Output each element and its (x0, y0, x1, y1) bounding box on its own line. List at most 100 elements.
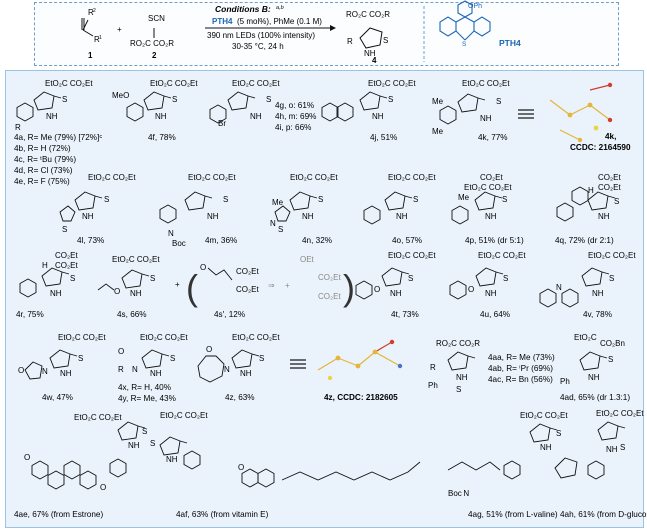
n-4w: N (42, 367, 48, 376)
label-4v: 4v, 78% (583, 310, 612, 319)
esters-4m: EtO₂C CO₂Et (188, 173, 236, 182)
label-4e: 4e, R= F (75%) (14, 177, 70, 186)
nh-4af: NH (166, 455, 178, 464)
label-4d: 4d, R= Cl (73%) (14, 166, 73, 175)
compound-2-label: 2 (152, 51, 157, 60)
plus-4s-prime: + (285, 281, 290, 290)
r-4aa: R (430, 363, 436, 372)
nh-4w: NH (60, 369, 72, 378)
s-4p: S (502, 195, 507, 204)
r1-label: R (94, 35, 100, 44)
s-4o: S (413, 195, 418, 204)
esters-4n: EtO₂C CO₂Et (290, 173, 338, 182)
compound-1-label: 1 (88, 51, 93, 60)
label-4s: 4s, 66% (117, 310, 147, 319)
label-4n: 4n, 32% (302, 236, 332, 245)
esters-4o: EtO₂C CO₂Et (388, 173, 436, 182)
esters-4t: EtO₂C CO₂Et (388, 251, 436, 260)
boc-4m: Boc (172, 239, 186, 248)
esters-4af: EtO₂C CO₂Et (160, 411, 208, 420)
br-4g: Br (218, 119, 226, 128)
scn-label: SCN (148, 14, 165, 23)
nh-4q: NH (598, 212, 610, 221)
nh-4o: NH (396, 212, 408, 221)
s-4v: S (609, 274, 614, 283)
o-4s: O (114, 287, 120, 296)
structure-4g-i (209, 91, 256, 124)
arrow-4s-prime: ⇒ (268, 281, 275, 290)
o-4u: O (468, 285, 474, 294)
catalyst-label: PTH4 (499, 38, 521, 48)
structure-4m (159, 191, 213, 224)
nh-4m: NH (207, 212, 219, 221)
label-4r: 4r, 75% (16, 310, 44, 319)
co2et-4s-prime-3: CO₂Et (318, 273, 341, 282)
o-4t: O (374, 285, 380, 294)
product-4-structure (359, 27, 383, 49)
o-4x: O (118, 347, 124, 356)
label-4aa: 4aa, R= Me (73%) (488, 353, 555, 362)
o-4w: O (18, 366, 24, 375)
h-4r: H (42, 261, 48, 270)
esters-4u: EtO₂C CO₂Et (478, 251, 526, 260)
label-4b: 4b, R= H (72%) (14, 144, 71, 153)
nh-4j: NH (372, 112, 384, 121)
eto2c-4ad: EtO₂C (574, 333, 597, 342)
esters-4s: EtO₂C CO₂Et (112, 255, 160, 264)
alkene-1-structure (81, 18, 94, 37)
r1-sup: 1 (99, 35, 102, 41)
s-4w: S (78, 354, 83, 363)
paren-close-4s: ) (343, 267, 355, 308)
r2-sup: 2 (93, 8, 96, 14)
conditions-line-1: (5 mol%), PhMe (0.1 M) (237, 17, 322, 26)
catalyst-oph-label: OPh (468, 3, 482, 10)
s-4ae: S (142, 427, 147, 436)
s-4s: S (150, 274, 155, 283)
s-4z: S (259, 354, 264, 363)
paren-open-4s: ( (186, 267, 198, 308)
esters-4l: EtO₂C CO₂Et (88, 173, 136, 182)
structure-4ae (31, 421, 146, 490)
nh-4t: NH (390, 289, 402, 298)
s-ring-4l: S (62, 225, 67, 234)
me-4p: Me (458, 193, 470, 202)
nh-4aa: NH (456, 373, 468, 382)
structure-4k (439, 93, 486, 125)
structure-4w (24, 349, 78, 380)
catalyst-inline-label: PTH4 (212, 17, 233, 26)
reagent-2-esters: RO₂C CO₂R (130, 39, 174, 48)
structure-4ad (579, 351, 608, 371)
conditions-footnote: a,b (276, 5, 284, 11)
label-4c: 4c, R= ᵗBu (79%) (14, 155, 76, 164)
esters-4w: EtO₂C CO₂Et (58, 333, 106, 342)
label-4m: 4m, 36% (205, 236, 237, 245)
o-4s-prime: O (200, 263, 206, 272)
s-4k: S (496, 97, 501, 106)
s-4u: S (503, 274, 508, 283)
nh-4f: NH (155, 112, 167, 121)
oet-4s-prime: OEt (300, 255, 315, 264)
label-4s-prime: 4s′, 12% (214, 310, 245, 319)
structure-4r (19, 267, 70, 298)
s-4l: S (104, 195, 109, 204)
n-4v: N (556, 283, 562, 292)
equals-sign-4z (290, 359, 306, 369)
nh-4x: NH (150, 369, 162, 378)
s-ring-4n: S (278, 225, 283, 234)
label-4x: 4x, R= H, 40% (118, 383, 171, 392)
esters-4k: EtO₂C CO₂Et (462, 79, 510, 88)
product-esters: RO₂C CO₂R (346, 10, 390, 19)
product-nh-label: NH (364, 49, 376, 58)
compound-4-label: 4 (372, 56, 377, 65)
structure-4s (97, 269, 150, 291)
label-4y: 4y, R= Me, 43% (118, 394, 176, 403)
s-4ag: S (556, 429, 561, 438)
s-4r: S (70, 274, 75, 283)
label-4ab: 4ab, R= ⁱPr (69%) (488, 364, 553, 373)
label-4z: 4z, 63% (225, 393, 255, 402)
esters-4x: EtO₂C CO₂Et (140, 333, 188, 342)
s-4n: S (318, 195, 323, 204)
label-4f: 4f, 78% (148, 133, 176, 142)
s-4x: S (170, 354, 175, 363)
